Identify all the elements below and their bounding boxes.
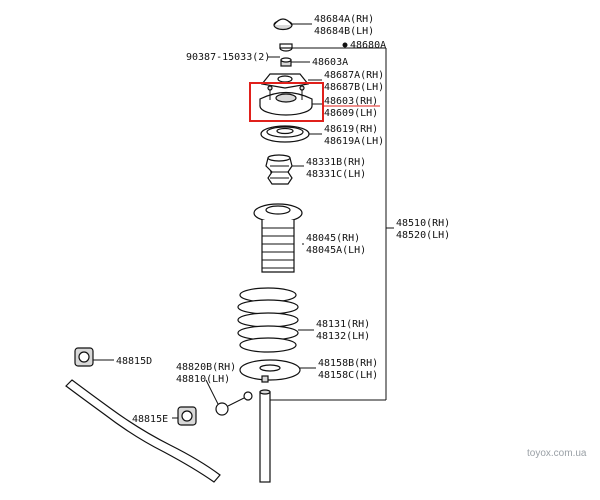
highlight-box [249,82,324,122]
bushing-48815d-part [74,347,94,367]
label-48132: 48132(LH) [316,331,370,342]
label-90387: 90387-15033(2) [186,52,270,63]
spring-seat-boot-48045-part [253,203,303,273]
label-48619a: 48619A(LH) [324,136,384,147]
label-48331b: 48331B(RH) [306,157,366,168]
label-48045a: 48045A(LH) [306,245,366,256]
label-48603: 48603(RH) [324,96,378,107]
bushing-48815e-part [177,406,197,426]
label-48619: 48619(RH) [324,124,378,135]
strut-mount-48603-part [259,85,313,116]
label-48045: 48045(RH) [306,233,360,244]
stabilizer-link-48820-part [215,391,253,416]
label-48609: 48609(LH) [324,108,378,119]
bullet-dot [342,42,348,48]
label-48520: 48520(LH) [396,230,450,241]
label-48815e: 48815E [132,414,168,425]
insulator-48158-part [239,359,301,383]
label-48815d: 48815D [116,356,152,367]
shock-absorber-part [259,389,271,483]
label-48684a: 48684A(RH) [314,14,374,25]
label-48158b: 48158B(RH) [318,358,378,369]
label-48603a: 48603A [312,57,348,68]
label-48331c: 48331C(LH) [306,169,366,180]
label-48510: 48510(RH) [396,218,450,229]
label-48820b: 48820B(RH) [176,362,236,373]
coil-spring-48131-part [237,287,299,353]
leader-lines [93,23,394,419]
plate-48687-part [260,73,310,89]
label-48684b: 48684B(LH) [314,26,374,37]
cap-48684-part [273,18,293,31]
watermark-text: toyox.com.ua [527,448,587,459]
bearing-48619-part [260,125,310,143]
stabilizer-bar-part [65,379,221,483]
nut-48603a-part [280,57,292,67]
label-48687b: 48687B(LH) [324,82,384,93]
bump-stop-48331-part [265,154,293,185]
label-48680a: 48680A [350,40,386,51]
label-48810: 48810(LH) [176,374,230,385]
label-48158c: 48158C(LH) [318,370,378,381]
label-48687a: 48687A(RH) [324,70,384,81]
label-48131: 48131(RH) [316,319,370,330]
